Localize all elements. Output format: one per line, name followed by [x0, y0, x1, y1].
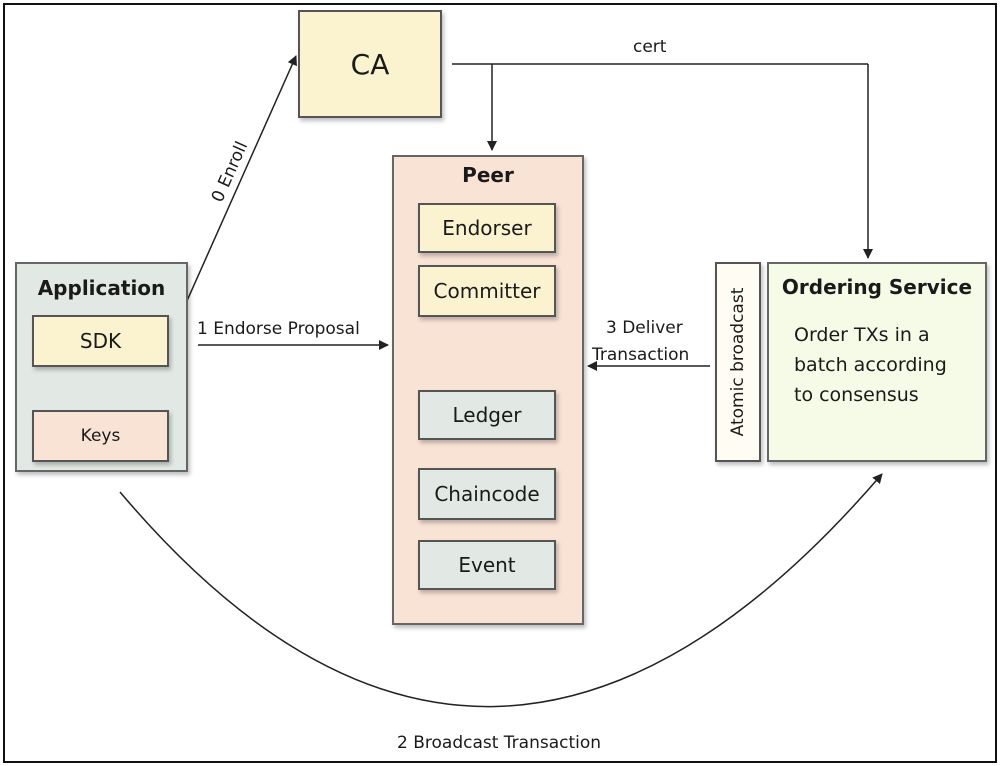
- cert-label: cert: [633, 37, 667, 57]
- endorse-proposal-label: 1 Endorse Proposal: [197, 319, 360, 339]
- endorser-label: Endorser: [442, 216, 532, 240]
- sdk-label: SDK: [79, 329, 122, 353]
- ca-box: CA: [298, 10, 442, 118]
- ca-label: CA: [350, 47, 390, 81]
- keys-box: Keys: [32, 410, 169, 462]
- peer-title: Peer: [462, 163, 514, 187]
- ledger-label: Ledger: [452, 403, 522, 427]
- ledger-box: Ledger: [418, 390, 556, 440]
- committer-label: Committer: [433, 279, 541, 303]
- broadcast-transaction-arrow: [119, 473, 883, 708]
- deliver-label-line2: Transaction: [592, 345, 690, 365]
- ordering-service-description: Order TXs in a batch according to consen…: [794, 324, 947, 406]
- ordering-service-box: [767, 262, 987, 462]
- committer-box: Committer: [418, 265, 556, 317]
- event-box: Event: [418, 540, 556, 590]
- sdk-box: SDK: [32, 315, 169, 367]
- endorser-box: Endorser: [418, 203, 556, 253]
- diagram-frame: [3, 3, 997, 763]
- ordering-service-title: Ordering Service: [781, 275, 973, 299]
- event-label: Event: [458, 553, 516, 577]
- deliver-label-line1: 3 Deliver: [606, 318, 683, 338]
- atomic-broadcast-box: [715, 262, 761, 462]
- chaincode-box: Chaincode: [418, 468, 556, 520]
- atomic-broadcast-label: Atomic broadcast: [728, 287, 748, 437]
- keys-label: Keys: [80, 426, 121, 446]
- chaincode-label: Chaincode: [434, 482, 540, 506]
- enroll-arrow: [173, 55, 297, 331]
- broadcast-transaction-label: 2 Broadcast Transaction: [397, 733, 602, 753]
- application-title: Application: [37, 276, 166, 300]
